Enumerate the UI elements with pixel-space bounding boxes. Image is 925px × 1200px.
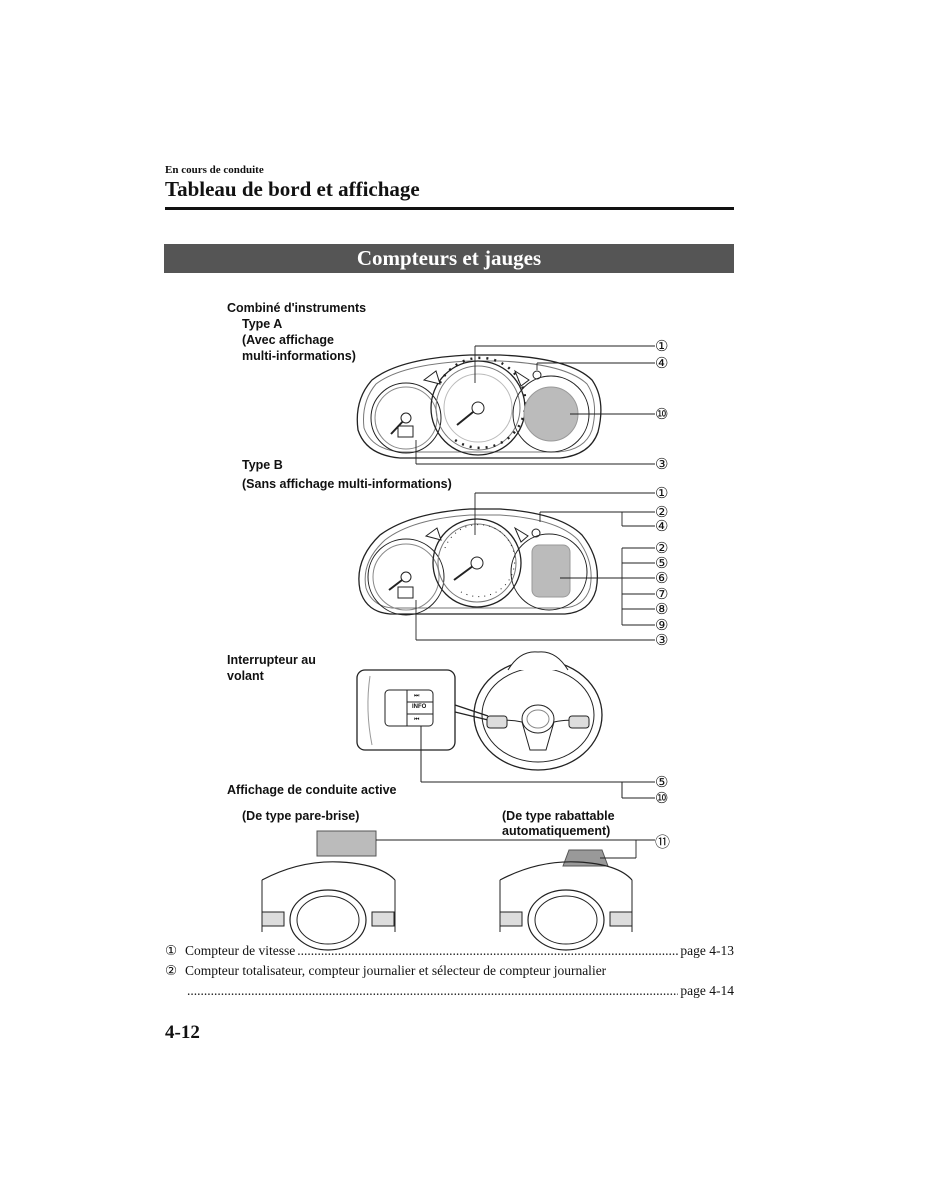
section-label: En cours de conduite (165, 164, 264, 176)
steering-label-line1: Interrupteur au (227, 653, 316, 667)
callout-10-type-a: ⑩ (655, 407, 669, 423)
steering-wheel (473, 651, 603, 771)
popup-type-label-line1: (De type rabattable (502, 809, 615, 823)
page-number: 4-12 (165, 1022, 200, 1043)
toc-leader-2: ........................................… (187, 983, 678, 998)
type-a-line2: multi-informations) (242, 349, 356, 363)
windshield-display (261, 830, 655, 951)
toc-page-2: page 4-14 (680, 983, 734, 998)
toc-label-2: Compteur totalisateur, compteur journali… (185, 963, 607, 978)
switch-next-icon: ⏭ (414, 692, 420, 699)
type-b-cluster (358, 508, 599, 616)
type-b-title: Type B (242, 458, 283, 472)
type-b-subtitle: (Sans affichage multi-informations) (242, 477, 452, 491)
callout-4-type-b: ④ (655, 519, 669, 535)
cluster-heading: Combiné d'instruments (227, 301, 367, 315)
callout-5-type-b: ⑤ (655, 556, 669, 572)
toc-entry-1: ① Compteur de vitesse ..................… (165, 941, 734, 961)
section-banner: Compteurs et jauges (164, 244, 734, 273)
callout-6-type-b: ⑥ (655, 571, 669, 587)
type-a-line1: (Avec affichage (242, 333, 334, 347)
type-a-cluster (356, 354, 602, 459)
callout-2-type-b: ② (655, 505, 669, 521)
callout-8-type-b: ⑧ (655, 602, 669, 618)
toc-entry-2: ② Compteur totalisateur, compteur journa… (165, 961, 734, 1001)
callout-1-type-b: ① (655, 486, 669, 502)
toc-leader-1: ........................................… (297, 943, 679, 958)
toc-num-1: ① (165, 943, 178, 958)
callout-3-type-a: ③ (655, 457, 669, 473)
callout-1-type-a: ① (655, 339, 669, 355)
callout-3-type-b: ③ (655, 633, 669, 649)
callout-7-type-b: ⑦ (655, 587, 669, 603)
callout-10-steering: ⑩ (655, 791, 669, 807)
callout-2b-type-b: ② (655, 541, 669, 557)
toc-num-2: ② (165, 963, 178, 978)
type-a-title: Type A (242, 317, 283, 331)
callout-4-type-a: ④ (655, 356, 669, 372)
toc-page-1: page 4-13 (680, 943, 734, 958)
steering-label-line2: volant (227, 669, 264, 683)
popup-display (499, 840, 637, 951)
switch-info-label: INFO (412, 704, 427, 710)
steering-switch-inset (356, 669, 655, 799)
active-display-heading: Affichage de conduite active (227, 783, 397, 797)
callout-5-steering: ⑤ (655, 775, 669, 791)
toc-label-1: Compteur de vitesse (185, 943, 296, 958)
heading-rule (165, 207, 734, 210)
callout-9-type-b: ⑨ (655, 618, 669, 634)
popup-type-label-line2: automatiquement) (502, 824, 611, 838)
switch-prev-icon: ⏮ (414, 716, 420, 723)
callout-11-display: ⑪ (655, 835, 671, 851)
windshield-type-label: (De type pare-brise) (242, 809, 360, 823)
page-title: Tableau de bord et affichage (165, 177, 420, 201)
